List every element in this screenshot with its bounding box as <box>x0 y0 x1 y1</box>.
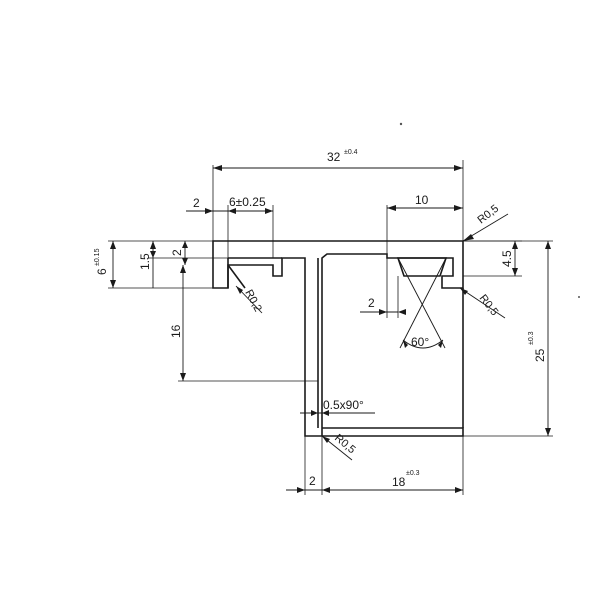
dim-overall-height: 25 ±0.3 <box>322 240 553 437</box>
dim-right-45-value: 4.5 <box>500 250 514 267</box>
dim-overall-height-value: 25 <box>533 348 547 362</box>
dim-chamfer-value: 0.5x90° <box>323 398 364 412</box>
dim-overall-width-tol: ±0.4 <box>344 149 358 156</box>
dim-right-slot-value: 10 <box>415 193 429 207</box>
scan-speck <box>399 122 403 126</box>
scan-speck <box>578 296 580 298</box>
dim-stem-width-value: 2 <box>309 474 316 488</box>
dim-left-top: 2 6±0.25 <box>186 195 274 258</box>
dim-right-45: 4.5 <box>463 240 522 277</box>
dim-overall-width: 32 ±0.4 <box>212 149 464 241</box>
dim-lip-2: 2 <box>170 241 188 265</box>
dim-right-2: 2 <box>360 258 406 318</box>
dim-right-slot: 10 <box>386 193 463 254</box>
dim-overall-height-tol: ±0.3 <box>528 331 535 345</box>
top-bar-inner-line <box>227 257 282 265</box>
dim-lip-15-value: 1.5 <box>138 253 152 270</box>
radius-top-right: R0,5 <box>462 203 509 242</box>
dim-angle-60: 60° <box>397 257 447 349</box>
dim-chamfer: 0.5x90° <box>300 383 375 416</box>
dim-base-length-value: 18 <box>392 475 406 489</box>
part-outline <box>212 240 464 437</box>
dim-lip-2-value: 2 <box>170 249 184 256</box>
dim-height-total-tol: ±0.15 <box>94 248 101 266</box>
dim-overall-width-value: 32 <box>327 150 341 164</box>
radius-left-hook-value: R0,2 <box>242 288 264 314</box>
radius-top-right-value: R0,5 <box>475 203 501 227</box>
radius-left-hook: R0,2 <box>235 285 264 314</box>
dim-height-total-value: 6 <box>95 268 109 275</box>
dim-angle-value: 60° <box>411 335 429 349</box>
dim-base-length-tol: ±0.3 <box>406 470 420 477</box>
dim-stem-16-value: 16 <box>169 324 183 338</box>
dim-bottom: 2 18 ±0.3 <box>286 436 464 495</box>
v-groove <box>396 257 448 277</box>
radius-right-hook-value: R0,5 <box>477 292 501 318</box>
radius-right-hook: R0,5 <box>459 287 506 319</box>
dim-stem-16: 16 <box>169 265 318 382</box>
dim-left-lip-value: 2 <box>193 196 200 210</box>
dim-slot-value: 6±0.25 <box>229 195 266 209</box>
left-hook-slot <box>227 264 246 289</box>
dim-right-2-value: 2 <box>368 296 375 310</box>
dim-height-total: 6 ±0.15 <box>94 240 213 289</box>
